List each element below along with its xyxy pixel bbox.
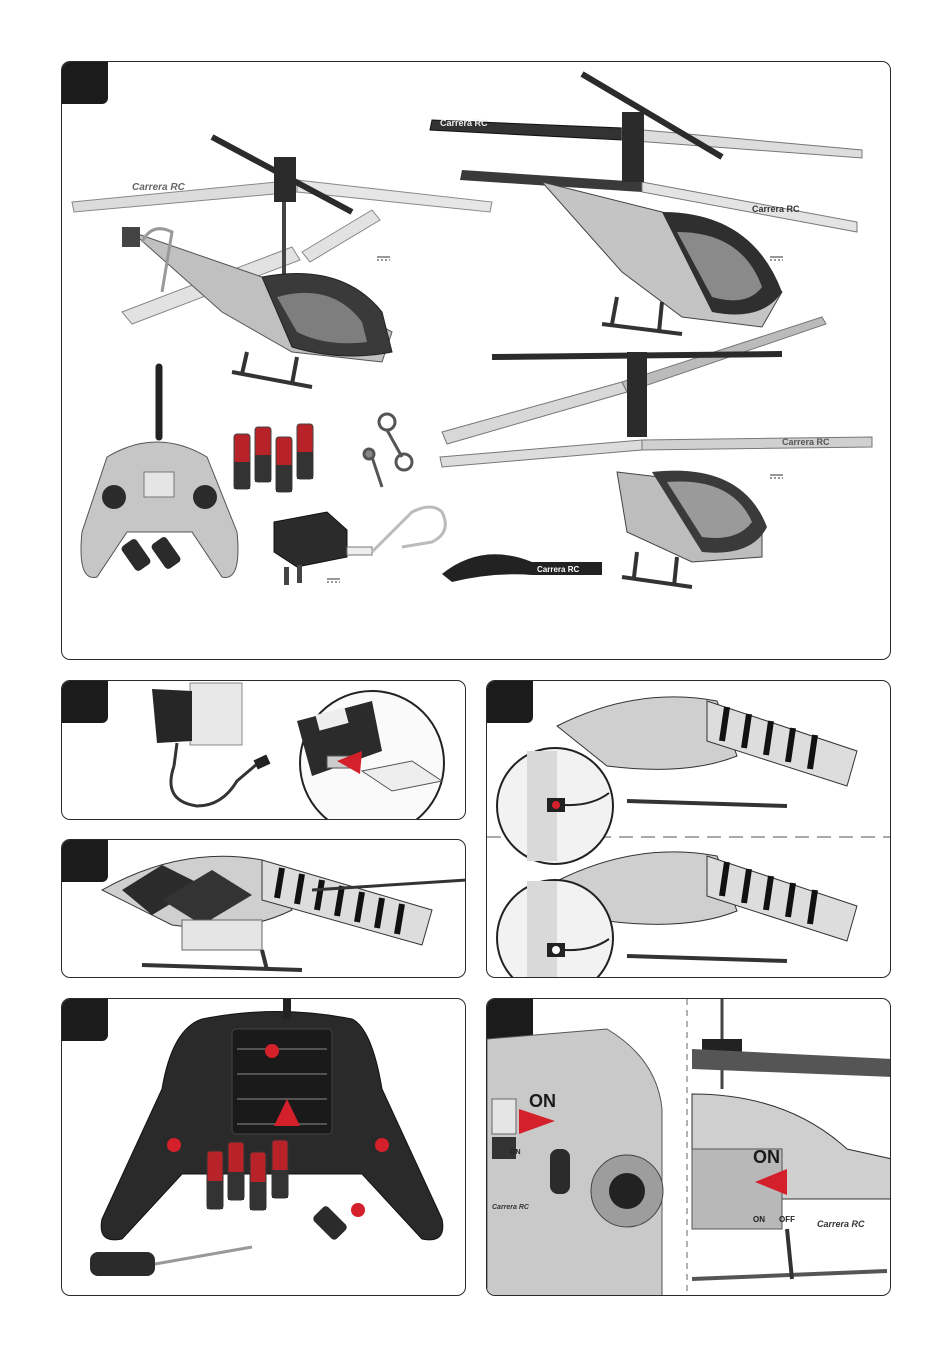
heli-logo: Carrera RC xyxy=(817,1219,865,1229)
panel-power-switch: ON ON Carrera RC ON ON OFF Carrera RC xyxy=(486,998,891,1296)
usb-charger-icon xyxy=(274,507,445,585)
led-indicator-icon xyxy=(552,801,560,809)
remote-controller-icon xyxy=(101,999,443,1240)
panel-contents: Carrera RC Carrera RC Carrera RC xyxy=(61,61,891,660)
helicopter-icon xyxy=(102,856,466,970)
rubber-plug-icon xyxy=(312,1203,365,1241)
helicopter-icon: Carrera RC xyxy=(72,137,492,387)
rotor-logo: Carrera RC xyxy=(752,204,800,214)
switch-on-label: ON xyxy=(529,1091,556,1111)
rotor-logo: Carrera RC xyxy=(782,437,830,447)
usb-port-zoom xyxy=(297,691,444,820)
switch-illustration: ON ON Carrera RC ON ON OFF Carrera RC xyxy=(487,999,891,1296)
rotor-logo: Carrera RC xyxy=(132,182,186,193)
helicopter-icon: Carrera RC xyxy=(440,317,872,587)
rotor-logo: Carrera RC xyxy=(440,118,488,128)
switch-on-small: ON xyxy=(510,1149,521,1156)
rotor-tool-icon xyxy=(364,414,412,487)
panel-charger xyxy=(61,680,466,820)
screwdriver-icon xyxy=(90,1247,252,1276)
controller-logo: Carrera RC xyxy=(492,1204,530,1211)
heli-switch-off-small: OFF xyxy=(779,1215,795,1224)
wall-plug-icon xyxy=(152,683,270,806)
battery-icon xyxy=(234,424,313,492)
helicopter-icon: Carrera RC Carrera RC xyxy=(430,74,862,334)
controller-illustration xyxy=(62,999,466,1296)
controller-switch-detail: ON ON Carrera RC xyxy=(487,1029,663,1296)
contents-illustration: Carrera RC Carrera RC Carrera RC xyxy=(62,62,891,660)
led-indicator-icon xyxy=(552,946,560,954)
helicopter-switch-detail: ON ON OFF Carrera RC xyxy=(692,999,891,1279)
led-red-zoom xyxy=(497,748,613,864)
panel-controller-batteries xyxy=(61,998,466,1296)
heli-switch-on: ON xyxy=(753,1147,780,1167)
panel-led-indicator xyxy=(486,680,891,978)
heli-switch-on-small: ON xyxy=(753,1215,765,1224)
heli-closeup-illustration xyxy=(62,840,466,978)
panel-heli-closeup xyxy=(61,839,466,978)
charger-illustration xyxy=(62,681,466,820)
lanyard-icon: Carrera RC xyxy=(442,554,602,582)
led-illustration xyxy=(487,681,891,978)
lanyard-logo: Carrera RC xyxy=(537,565,579,574)
rubber-plug-icon xyxy=(120,536,182,573)
